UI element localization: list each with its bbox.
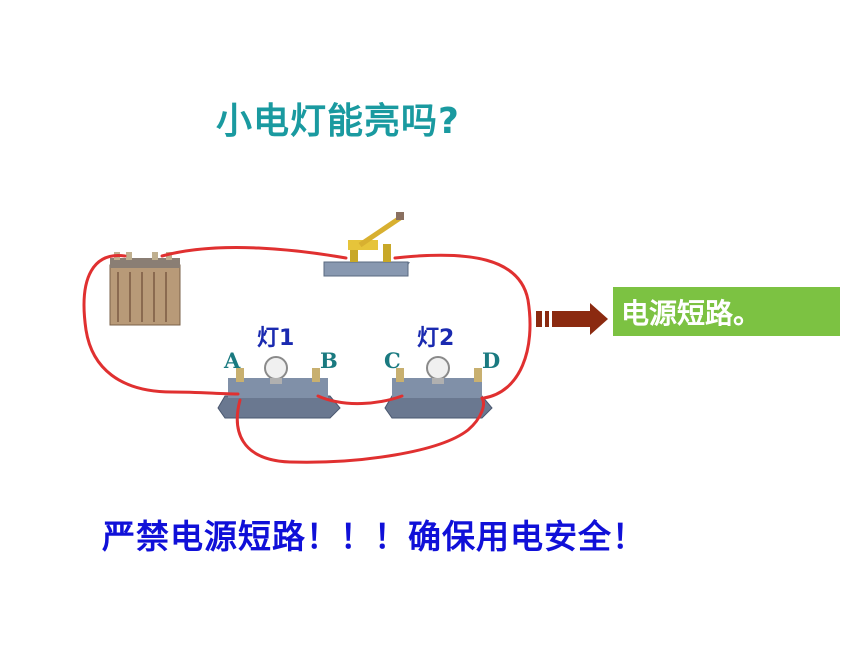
arrow-icon [536, 303, 608, 335]
terminal-label-a: A [224, 348, 241, 373]
lamp-holder-2 [384, 356, 493, 419]
result-box [613, 287, 840, 336]
lamp-holder-1 [217, 356, 341, 419]
battery-icon [109, 252, 181, 326]
terminal-label-d: D [482, 348, 501, 373]
lamp-label-1: 灯1 [257, 326, 295, 351]
circuit-wires [82, 246, 532, 464]
terminal-label-b: B [320, 348, 338, 373]
warning-text: 严禁电源短路！！！确保用电安全！ [102, 517, 646, 556]
result-text: 电源短路。 [621, 297, 762, 330]
terminal-label-c: C [384, 348, 401, 373]
lamp-label-2: 灯2 [417, 326, 455, 351]
knife-switch-icon [323, 212, 410, 277]
slide-title: 小电灯能亮吗? [216, 101, 460, 142]
